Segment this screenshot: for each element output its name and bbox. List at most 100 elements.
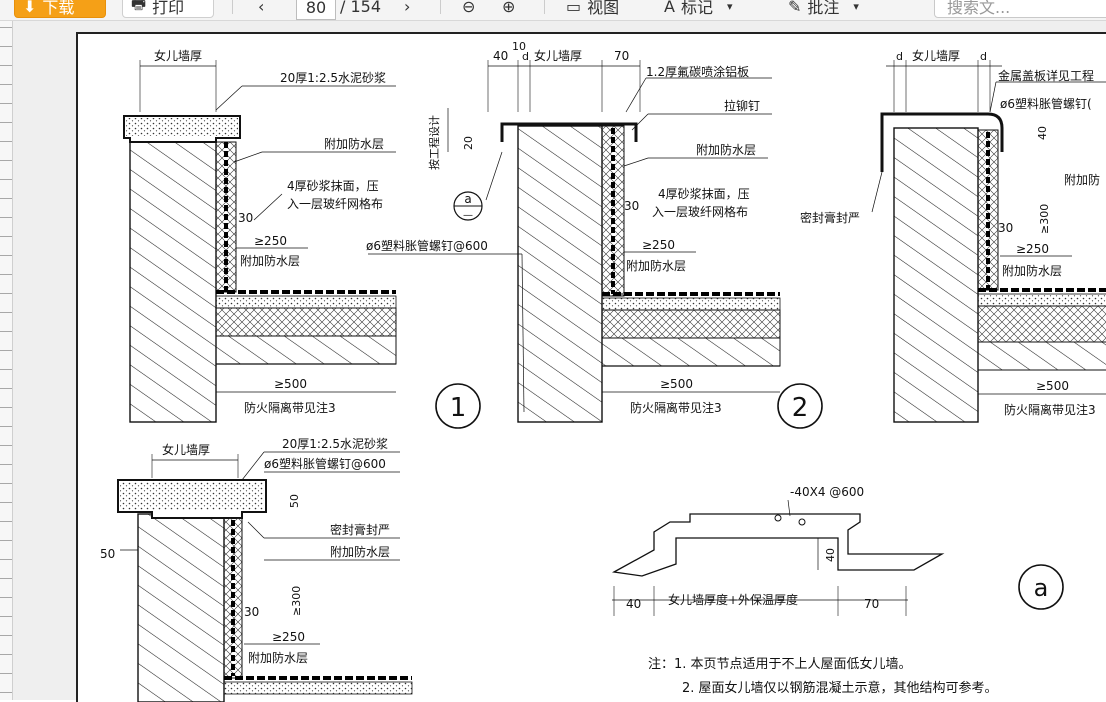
d4-extra-label-2: 附加防水层 bbox=[248, 650, 308, 665]
page-thumb-tick bbox=[0, 160, 12, 161]
detail-4: 女儿墙厚 20厚1:2.5水泥砂浆 ø6塑料胀管螺钉@600 50 密封膏封严 … bbox=[100, 436, 413, 702]
d3-d-left: d bbox=[896, 50, 903, 63]
d2-by-design: 按工程设计 bbox=[427, 115, 441, 170]
zoom-in-icon[interactable]: ⊕ bbox=[502, 0, 516, 16]
drawing-page: 女儿墙厚 20厚1:2.5水泥砂浆 附加防水层 4厚砂浆抹面，压 入一层玻纤网格… bbox=[76, 32, 1106, 702]
d4-dim-50-left: 50 bbox=[100, 547, 115, 561]
d2-alu-label: 1.2厚氟碳喷涂铝板 bbox=[646, 64, 749, 79]
detail-3: d 女儿墙厚 d 金属盖板详见工程 ø6塑料胀管螺钉( 40 附加防 密封膏封严… bbox=[800, 48, 1106, 423]
d3-wall-thick: 女儿墙厚 bbox=[912, 48, 960, 63]
thumbnail-strip[interactable] bbox=[0, 21, 13, 700]
download-button[interactable]: ⬇ 下载 bbox=[14, 0, 106, 18]
detail-1: 女儿墙厚 20厚1:2.5水泥砂浆 附加防水层 4厚砂浆抹面，压 入一层玻纤网格… bbox=[123, 48, 481, 429]
page-number-input[interactable]: 80 bbox=[296, 0, 336, 20]
clip-spec: -40X4 @600 bbox=[790, 485, 864, 499]
clip-detail-a: -40X4 @600 40 40 女儿墙厚度+外保温厚度 70 a bbox=[611, 485, 1064, 616]
view-label: 视图 bbox=[587, 0, 620, 17]
notes: 注：1. 本页节点适用于不上人屋面低女儿墙。 2. 屋面女儿墙仅以钢筋混凝土示意… bbox=[648, 656, 998, 696]
viewer-toolbar: ⬇ 下载 🖶 打印 ‹ 80 / 154 › ⊖ ⊕ ▭ 视图 A 标记 ▾ ✎… bbox=[0, 0, 1106, 21]
clip-dim-40: 40 bbox=[626, 597, 641, 611]
page-thumb-tick bbox=[0, 654, 12, 655]
view-icon: ▭ bbox=[566, 0, 582, 16]
d1-dim-30: 30 bbox=[238, 211, 253, 225]
d4-dim-30: 30 bbox=[244, 605, 259, 619]
d1-mortar-line2: 入一层玻纤网格布 bbox=[287, 196, 383, 211]
d2-dim-70: 70 bbox=[614, 49, 629, 63]
printer-icon: 🖶 bbox=[131, 0, 147, 13]
print-label: 打印 bbox=[152, 0, 185, 17]
page-thumb-tick bbox=[0, 426, 12, 427]
mark-icon: A bbox=[664, 0, 675, 16]
d1-dim-500: ≥500 bbox=[274, 377, 307, 391]
d3-dim-250: ≥250 bbox=[1016, 242, 1049, 256]
page-thumb-tick bbox=[0, 692, 12, 693]
d1-cap-label: 20厚1:2.5水泥砂浆 bbox=[280, 70, 386, 85]
page-thumb-tick bbox=[0, 198, 12, 199]
d1-wall-thick: 女儿墙厚 bbox=[154, 48, 202, 63]
page-thumb-tick bbox=[0, 103, 12, 104]
d2-dim-500: ≥500 bbox=[660, 377, 693, 391]
d2-dim-10: 10 bbox=[512, 40, 526, 53]
d1-dim-250: ≥250 bbox=[254, 234, 287, 248]
page-thumb-tick bbox=[0, 369, 12, 370]
d3-d-right: d bbox=[980, 50, 987, 63]
page-thumb-tick bbox=[0, 616, 12, 617]
zoom-out-icon[interactable]: ⊖ bbox=[462, 0, 476, 16]
note-line-1: 注：1. 本页节点适用于不上人屋面低女儿墙。 bbox=[648, 656, 912, 672]
search-input[interactable]: 搜索文... bbox=[934, 0, 1106, 18]
toolbar-divider bbox=[232, 0, 233, 14]
page-thumb-tick bbox=[0, 483, 12, 484]
d3-dim-30: 30 bbox=[998, 221, 1013, 235]
page-thumb-tick bbox=[0, 635, 12, 636]
d2-detail-number: 2 bbox=[792, 393, 809, 423]
d2-bolt-label: ø6塑料胀管螺钉@600 bbox=[366, 238, 488, 253]
d3-dim-40: 40 bbox=[1036, 126, 1049, 140]
d1-extra-label-2: 附加防水层 bbox=[240, 253, 300, 268]
mark-menu-button[interactable]: A 标记 ▾ bbox=[664, 0, 733, 18]
page-thumb-tick bbox=[0, 407, 12, 408]
d4-dim-300: ≥300 bbox=[290, 586, 303, 616]
page-thumb-tick bbox=[0, 597, 12, 598]
download-icon: ⬇ bbox=[23, 0, 37, 16]
chevron-down-icon: ▾ bbox=[726, 0, 733, 13]
clip-dim-40-vertical: 40 bbox=[824, 548, 837, 562]
page-thumb-tick bbox=[0, 673, 12, 674]
chevron-down-icon: ▾ bbox=[853, 0, 859, 13]
d1-detail-number: 1 bbox=[450, 393, 467, 423]
d2-dim-250: ≥250 bbox=[642, 238, 675, 252]
page-thumb-tick bbox=[0, 388, 12, 389]
d4-bolt-label: ø6塑料胀管螺钉@600 bbox=[264, 456, 386, 471]
page-thumb-tick bbox=[0, 521, 12, 522]
d2-wall-thick: 女儿墙厚 bbox=[534, 48, 582, 63]
d2-dim-20: 20 bbox=[462, 136, 475, 150]
prev-page-icon[interactable]: ‹ bbox=[258, 0, 265, 16]
next-page-icon[interactable]: › bbox=[404, 0, 411, 16]
view-menu-button[interactable]: ▭ 视图 bbox=[566, 0, 619, 18]
d2-extra-label-2: 附加防水层 bbox=[626, 258, 686, 273]
d4-seal-label: 密封膏封严 bbox=[330, 522, 390, 537]
page-thumb-tick bbox=[0, 559, 12, 560]
mark-label: 标记 bbox=[680, 0, 713, 17]
d4-extra-label: 附加防水层 bbox=[330, 544, 390, 559]
print-button[interactable]: 🖶 打印 bbox=[122, 0, 214, 18]
page-thumb-tick bbox=[0, 540, 12, 541]
construction-drawing: 女儿墙厚 20厚1:2.5水泥砂浆 附加防水层 4厚砂浆抹面，压 入一层玻纤网格… bbox=[100, 40, 1106, 702]
page-thumb-tick bbox=[0, 445, 12, 446]
detail-2: 40 10 d 女儿墙厚 70 1.2厚氟碳喷涂铝板 拉铆钉 按工程设计 20 … bbox=[366, 40, 823, 429]
toolbar-divider bbox=[544, 0, 545, 14]
page-thumb-tick bbox=[0, 217, 12, 218]
page-thumb-tick bbox=[0, 274, 12, 275]
page-thumb-tick bbox=[0, 122, 12, 123]
d2-mortar-line2: 入一层玻纤网格布 bbox=[652, 204, 748, 219]
page-thumb-tick bbox=[0, 464, 12, 465]
d2-d: d bbox=[522, 50, 529, 63]
page-thumb-tick bbox=[0, 350, 12, 351]
d2-dim-30: 30 bbox=[624, 199, 639, 213]
d2-mortar-line1: 4厚砂浆抹面，压 bbox=[658, 186, 750, 201]
clip-detail-label: a bbox=[1034, 574, 1049, 602]
note-line-2: 2. 屋面女儿墙仅以钢筋混凝土示意，其他结构可参考。 bbox=[682, 680, 998, 696]
page-thumb-tick bbox=[0, 84, 12, 85]
annotate-menu-button[interactable]: ✎ 批注 ▾ bbox=[788, 0, 859, 18]
download-label: 下载 bbox=[42, 0, 75, 17]
d4-wall-thick: 女儿墙厚 bbox=[162, 442, 210, 457]
